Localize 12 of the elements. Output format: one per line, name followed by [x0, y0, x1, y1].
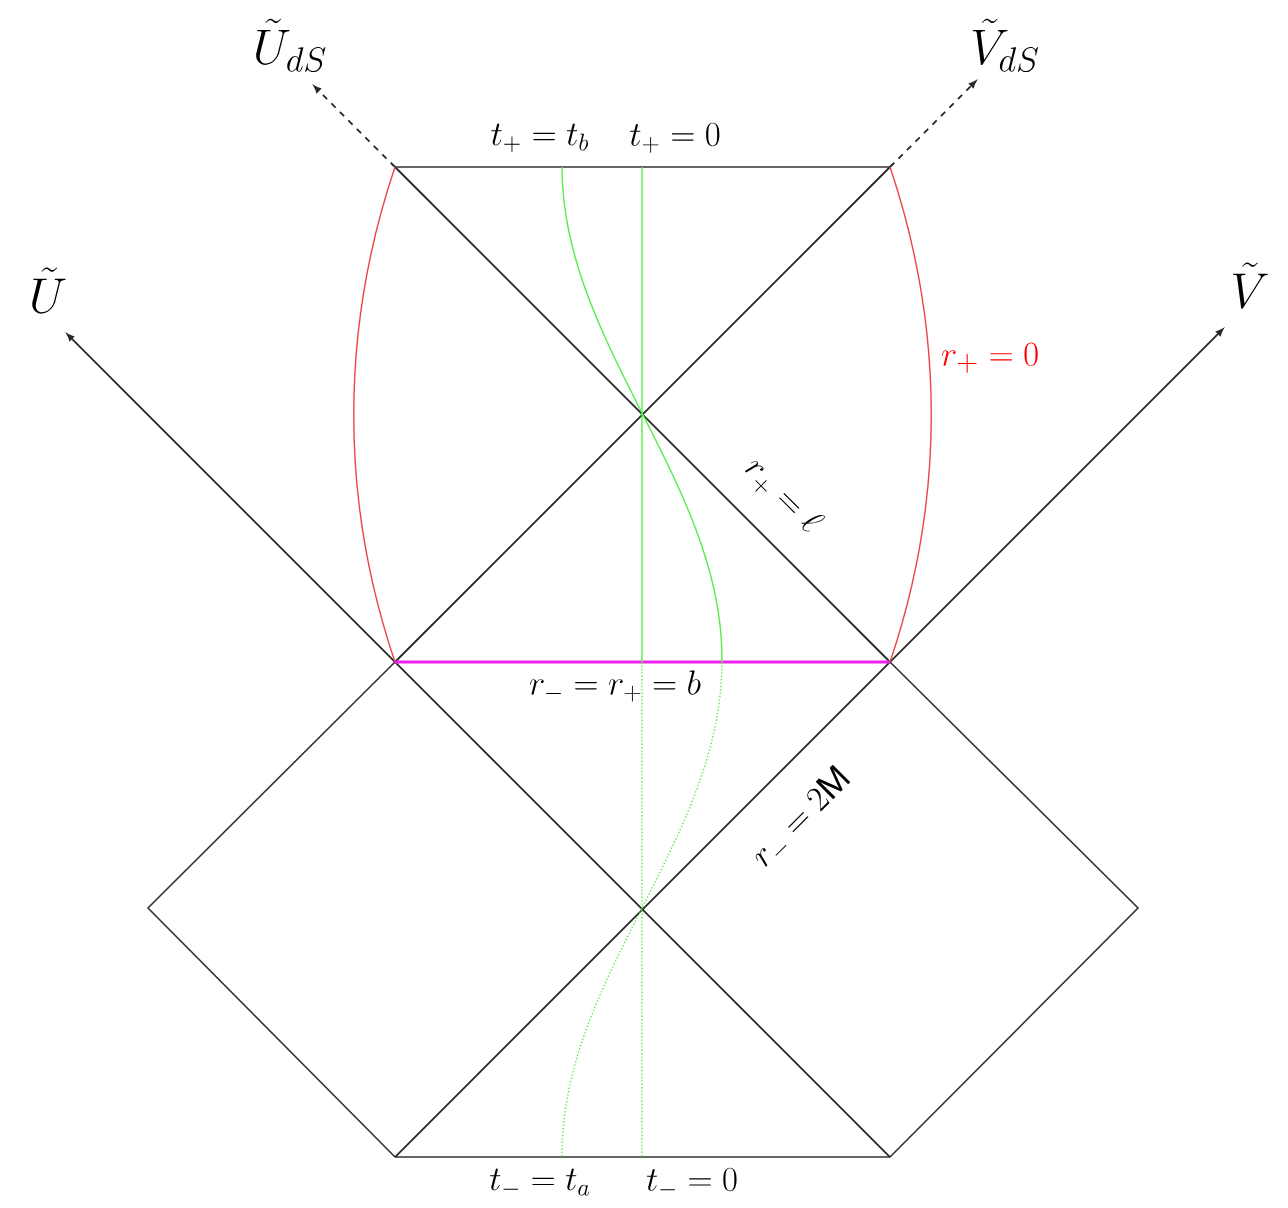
coordinate-label: $\tilde{V}$ — [1233, 262, 1268, 309]
coordinate-label: $r_+ = \ell$ — [745, 460, 825, 532]
coordinate-label: $r_- = r_+ = b$ — [529, 670, 701, 702]
coordinate-label: $t_+ = 0$ — [630, 122, 720, 153]
coordinate-label: $\tilde{V}_{dS}$ — [972, 18, 1039, 73]
coordinate-label: $r_+ = 0$ — [941, 342, 1038, 373]
coordinate-label: $t_+ = t_b$ — [491, 123, 589, 153]
coordinate-label: $\tilde{U}_{dS}$ — [256, 18, 326, 73]
coordinate-label: $t_- = 0$ — [646, 1167, 737, 1192]
coordinate-label: $r_- = 2\mathrm{M}$ — [755, 764, 851, 867]
coordinate-label: $t_- = t_a$ — [490, 1168, 590, 1196]
coordinate-label: $\tilde{U}$ — [32, 267, 66, 314]
